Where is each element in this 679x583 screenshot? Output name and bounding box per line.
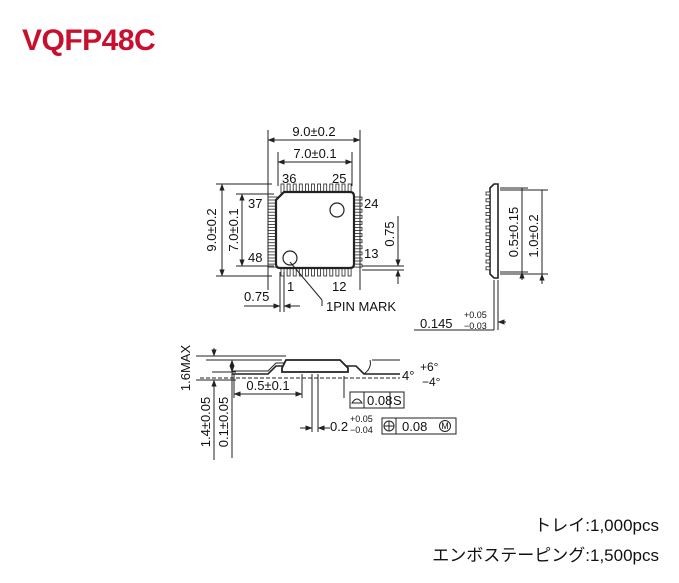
pin-48-label: 48 <box>248 250 262 265</box>
lead-width-plus-label: +0.05 <box>350 414 373 424</box>
chip-body <box>274 190 356 270</box>
flatness-ref: S <box>393 393 402 408</box>
top-view-labels: 9.0±0.2 7.0±0.1 9.0±0.2 7.0±0.1 36 25 37… <box>204 124 397 314</box>
pitch-bottom-label: 0.75 <box>244 289 269 304</box>
side-lead <box>485 225 491 230</box>
thickness-minus-label: −0.03 <box>464 321 487 331</box>
side-lead <box>485 245 491 250</box>
lead-width-minus-label: −0.04 <box>350 425 373 435</box>
pin-36-label: 36 <box>282 171 296 186</box>
lead-span-label: 1.0±0.2 <box>526 214 541 257</box>
front-view-labels: 1.6MAX 1.4±0.05 0.1±0.05 0.5±0.1 4° +6° … <box>178 345 449 448</box>
package-title: VQFP48C <box>22 24 156 57</box>
pin-13-label: 13 <box>364 246 378 261</box>
flatness-value: 0.08 <box>367 393 392 408</box>
angle-plus-label: +6° <box>420 360 439 374</box>
side-lead <box>485 198 491 203</box>
lead-length-label: 0.5±0.15 <box>506 207 521 258</box>
side-body-outline <box>489 183 499 279</box>
side-lead <box>485 266 491 271</box>
standoff-label: 0.1±0.05 <box>216 397 231 448</box>
max-height-label: 1.6MAX <box>178 345 193 392</box>
outer-height-label: 9.0±0.2 <box>204 208 219 251</box>
side-lead <box>485 259 491 264</box>
pin-37-label: 37 <box>248 196 262 211</box>
side-lead <box>485 232 491 237</box>
side-lead <box>485 252 491 257</box>
front-lead-right <box>346 365 400 375</box>
front-view <box>196 348 457 460</box>
index-dot-upper <box>329 202 345 218</box>
front-body <box>281 359 349 373</box>
position-mod-label: M <box>441 421 449 431</box>
angle-minus-label: −4° <box>422 375 441 389</box>
side-lead <box>485 191 491 196</box>
thickness-plus-label: +0.05 <box>464 310 487 320</box>
side-lead <box>485 239 491 244</box>
pitch-side-label: 0.75 <box>382 221 397 246</box>
lead-width-main-label: 0.2 <box>330 419 348 434</box>
body-height-front-label: 1.4±0.05 <box>198 397 213 448</box>
body-width-label: 7.0±0.1 <box>293 146 336 161</box>
emboss-quantity: エンボステーピング:1,500pcs <box>432 546 659 565</box>
pin-mark-label: 1PIN MARK <box>326 299 396 314</box>
side-view <box>414 183 548 331</box>
pin-12-label: 12 <box>332 279 346 294</box>
foot-length-label: 0.5±0.1 <box>246 378 289 393</box>
position-tol-value: 0.08 <box>402 419 427 434</box>
outer-width-label: 9.0±0.2 <box>292 124 335 139</box>
side-view-labels: 0.5±0.15 1.0±0.2 0.145 +0.05 −0.03 <box>420 207 541 331</box>
thickness-main-label: 0.145 <box>420 316 453 331</box>
body-height-label: 7.0±0.1 <box>226 208 241 251</box>
front-lead-left <box>232 365 286 375</box>
side-leads <box>485 191 491 271</box>
pin-1-label: 1 <box>287 279 294 294</box>
side-lead <box>485 205 491 210</box>
tray-quantity: トレイ:1,000pcs <box>534 516 659 535</box>
side-lead <box>485 218 491 223</box>
leads-bottom <box>280 266 352 277</box>
top-view <box>216 130 404 312</box>
pin1-mark-dot <box>282 250 298 266</box>
angle-main-label: 4° <box>402 368 414 383</box>
pin-25-label: 25 <box>332 171 346 186</box>
side-lead <box>485 211 491 216</box>
pin-24-label: 24 <box>364 196 378 211</box>
